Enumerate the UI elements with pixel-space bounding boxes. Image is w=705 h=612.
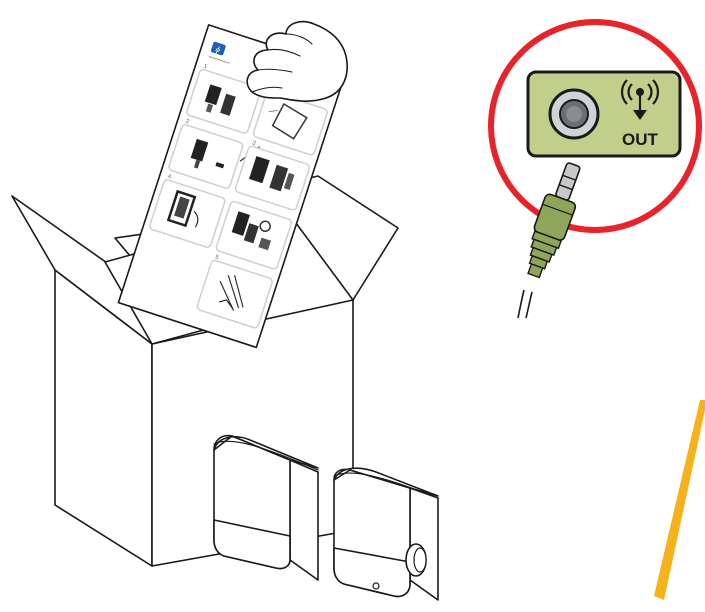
volume-knob-icon <box>406 544 426 576</box>
right-speaker <box>334 468 438 600</box>
pencil-accent <box>654 400 705 600</box>
jack-out-label: OUT <box>622 130 659 149</box>
hand-icon <box>247 22 347 102</box>
audio-jack-icon <box>550 90 598 138</box>
power-led-icon <box>373 583 379 589</box>
audio-out-callout: OUT <box>491 22 699 230</box>
